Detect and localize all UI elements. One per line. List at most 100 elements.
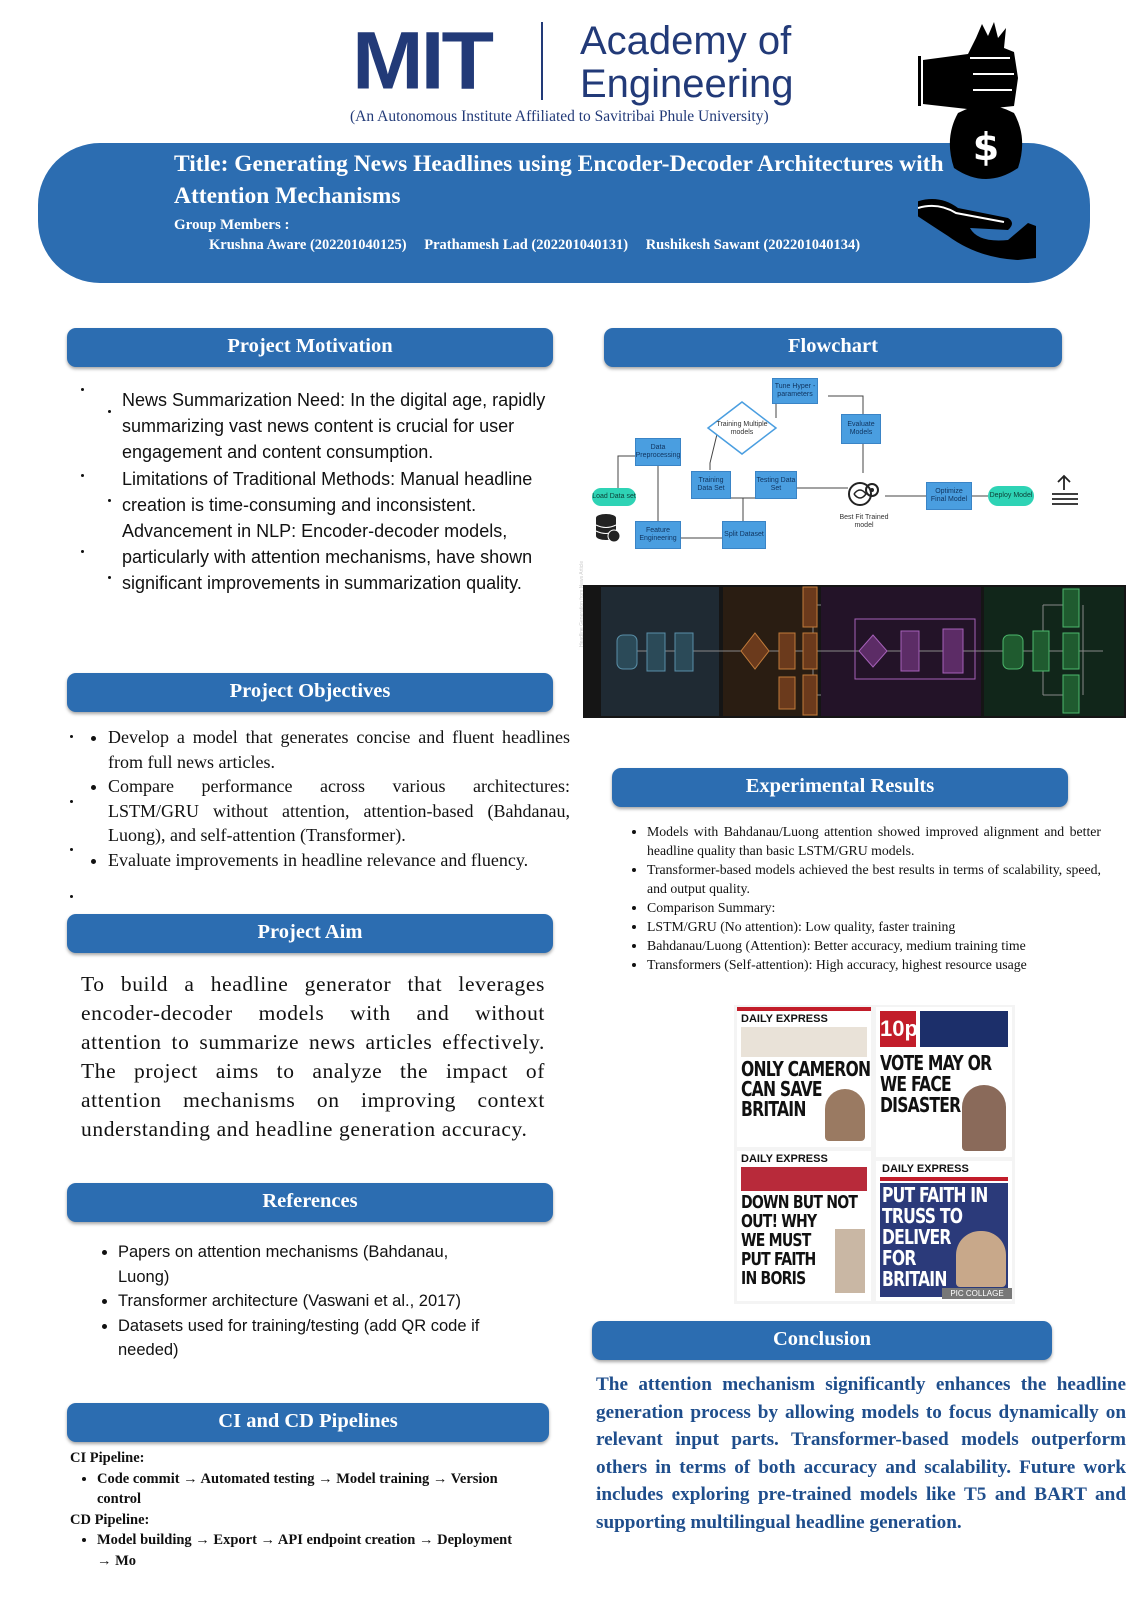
member-name: Krushna Aware (202201040125) bbox=[209, 237, 407, 253]
money-hand-icon: $ bbox=[918, 22, 1036, 260]
newspaper-headline-line: DOWN BUT NOT bbox=[741, 1192, 858, 1213]
flow-node-feature: Feature Engineering bbox=[635, 521, 681, 549]
result-item: LSTM/GRU (No attention): Low quality, fa… bbox=[647, 917, 1101, 936]
flowchart-diagram: Load Data set Data Preprocessing Feature… bbox=[588, 378, 1098, 558]
newspaper-headline-line: FOR bbox=[882, 1246, 916, 1270]
logo-academy-line2: Engineering bbox=[580, 62, 794, 106]
newspaper-headline-line: BRITAIN bbox=[882, 1267, 947, 1291]
objectives-heading: Project Objectives bbox=[67, 673, 553, 712]
newspaper-collage: DAILY EXPRESS ONLY CAMERON CAN SAVE BRIT… bbox=[734, 1005, 1015, 1304]
newspaper-headline-line: DELIVER bbox=[882, 1225, 951, 1249]
logo-subtitle: (An Autonomous Institute Affiliated to S… bbox=[350, 108, 769, 125]
database-icon bbox=[595, 514, 621, 543]
cd-item: Model building → Export → API endpoint c… bbox=[97, 1530, 530, 1571]
ci-item: Code commit → Automated testing → Model … bbox=[97, 1469, 530, 1510]
conclusion-heading: Conclusion bbox=[592, 1321, 1052, 1360]
motivation-item: Advancement in NLP: Encoder-decoder mode… bbox=[122, 521, 533, 594]
bullet bbox=[108, 499, 111, 502]
newspaper-headline-line: TRUSS TO bbox=[882, 1204, 963, 1228]
newspaper-photo bbox=[835, 1229, 865, 1293]
newspaper-masthead: DAILY EXPRESS bbox=[741, 1153, 828, 1165]
upload-list-icon bbox=[1052, 474, 1078, 505]
member-name: Prathamesh Lad (202201040131) bbox=[424, 237, 629, 253]
motivation-list: News Summarization Need: In the digital … bbox=[122, 387, 554, 597]
pipeline-label: Headline Generation from News Article bbox=[579, 560, 585, 647]
bullet bbox=[70, 800, 73, 803]
reference-item: Papers on attention mechanisms (Bahdanau… bbox=[118, 1240, 484, 1289]
objective-item: Compare performance across various archi… bbox=[108, 774, 570, 848]
newspaper-front-page: DAILY EXPRESS PUT FAITH IN TRUSS TO DELI… bbox=[876, 1161, 1012, 1301]
pipeline-graphic bbox=[601, 586, 1124, 716]
flow-node-optimize: Optimize Final Model bbox=[926, 482, 972, 510]
result-item: Comparison Summary: bbox=[647, 898, 1101, 917]
flow-node-tune: Tune Hyper -parameters bbox=[772, 378, 818, 404]
logo-academy-line1: Academy of bbox=[580, 19, 792, 63]
newspaper-headline-line: PUT FAITH bbox=[741, 1249, 816, 1270]
bullet bbox=[81, 474, 84, 477]
pipeline-diagram: Headline Generation from News Article bbox=[579, 561, 1126, 718]
newspaper-headline-line: BRITAIN bbox=[741, 1097, 806, 1121]
references-list: Papers on attention mechanisms (Bahdanau… bbox=[104, 1240, 484, 1363]
mit-logo-text: MIT bbox=[352, 15, 494, 107]
member-name: Rushikesh Sawant (202201040134) bbox=[645, 237, 861, 253]
cicd-content: CI Pipeline: Code commit → Automated tes… bbox=[70, 1448, 530, 1571]
motivation-item: Limitations of Traditional Methods: Manu… bbox=[122, 468, 533, 515]
objectives-list: Develop a model that generates concise a… bbox=[88, 725, 570, 872]
cd-label: CD Pipeline: bbox=[70, 1511, 150, 1528]
objective-item: Develop a model that generates concise a… bbox=[108, 725, 570, 774]
bullet bbox=[70, 735, 73, 738]
group-members-label: Group Members : bbox=[174, 217, 290, 233]
reference-item: Datasets used for training/testing (add … bbox=[118, 1314, 484, 1363]
newspaper-masthead: DAILY EXPRESS bbox=[882, 1163, 969, 1175]
newspaper-headline-line: WE MUST bbox=[741, 1230, 811, 1251]
newspaper-headline-line: IN BORIS bbox=[741, 1268, 806, 1289]
bullet bbox=[108, 576, 111, 579]
svg-text:$: $ bbox=[973, 125, 999, 169]
newspaper-headline-line: OUT! WHY bbox=[741, 1211, 817, 1232]
flow-node-preprocess: Data Preprocessing bbox=[635, 438, 681, 466]
results-heading: Experimental Results bbox=[612, 768, 1068, 807]
conclusion-text: The attention mechanism significantly en… bbox=[596, 1374, 1126, 1533]
newspaper-headline-line: DISASTER bbox=[880, 1093, 961, 1117]
bullet bbox=[81, 550, 84, 553]
flow-node-best-fit: Best Fit Trained model bbox=[839, 514, 889, 529]
group-members: Krushna Aware (202201040125) Prathamesh … bbox=[209, 237, 874, 254]
flow-node-deploy: Deploy Model bbox=[988, 486, 1034, 506]
logo-academy-text: Academy of Engineering bbox=[580, 20, 794, 106]
newspaper-photo bbox=[962, 1085, 1006, 1151]
newspaper-front-page: DAILY EXPRESS DOWN BUT NOT OUT! WHY WE M… bbox=[737, 1151, 871, 1301]
poster-title: Title: Generating News Headlines using E… bbox=[174, 151, 944, 209]
results-list: Models with Bahdanau/Luong attention sho… bbox=[631, 822, 1101, 974]
aim-heading: Project Aim bbox=[67, 914, 553, 953]
flow-node-test-set: Testing Data Set bbox=[755, 471, 797, 499]
flow-node-diamond bbox=[706, 401, 778, 455]
flow-node-train-set: Training Data Set bbox=[691, 471, 731, 499]
brain-gear-icon bbox=[848, 482, 879, 506]
motivation-item: News Summarization Need: In the digital … bbox=[122, 390, 546, 463]
logo-divider bbox=[541, 22, 543, 100]
collage-watermark: PIC COLLAGE bbox=[942, 1288, 1012, 1299]
newspaper-headline-line: WE FACE bbox=[880, 1072, 952, 1096]
newspaper-headline-line: CAN SAVE bbox=[741, 1077, 823, 1101]
flow-node-evaluate: Evaluate Models bbox=[841, 414, 881, 444]
references-heading: References bbox=[67, 1183, 553, 1222]
newspaper-masthead: DAILY EXPRESS bbox=[741, 1013, 828, 1025]
flowchart-heading: Flowchart bbox=[604, 328, 1062, 367]
flow-node-train-multi: Training Multiple models bbox=[716, 421, 768, 436]
bullet bbox=[70, 895, 73, 898]
bullet bbox=[81, 388, 84, 391]
flow-node-load: Load Data set bbox=[592, 488, 636, 506]
ci-label: CI Pipeline: bbox=[70, 1450, 145, 1466]
motivation-heading: Project Motivation bbox=[67, 328, 553, 367]
newspaper-front-page: 10p VOTE MAY OR WE FACE DISASTER bbox=[876, 1007, 1012, 1157]
newspaper-photo bbox=[956, 1231, 1006, 1287]
flow-node-split: Split Dataset bbox=[722, 521, 766, 549]
newspaper-headline-line: VOTE MAY OR bbox=[880, 1051, 992, 1075]
objective-item: Evaluate improvements in headline releva… bbox=[108, 848, 570, 873]
newspaper-headline-line: ONLY CAMERON bbox=[741, 1057, 871, 1081]
newspaper-price-badge: 10p bbox=[880, 1011, 918, 1047]
reference-item: Transformer architecture (Vaswani et al.… bbox=[118, 1289, 484, 1314]
aim-text: To build a headline generator that lever… bbox=[81, 972, 545, 1141]
result-item: Transformers (Self-attention): High accu… bbox=[647, 955, 1101, 974]
newspaper-photo bbox=[825, 1089, 865, 1141]
